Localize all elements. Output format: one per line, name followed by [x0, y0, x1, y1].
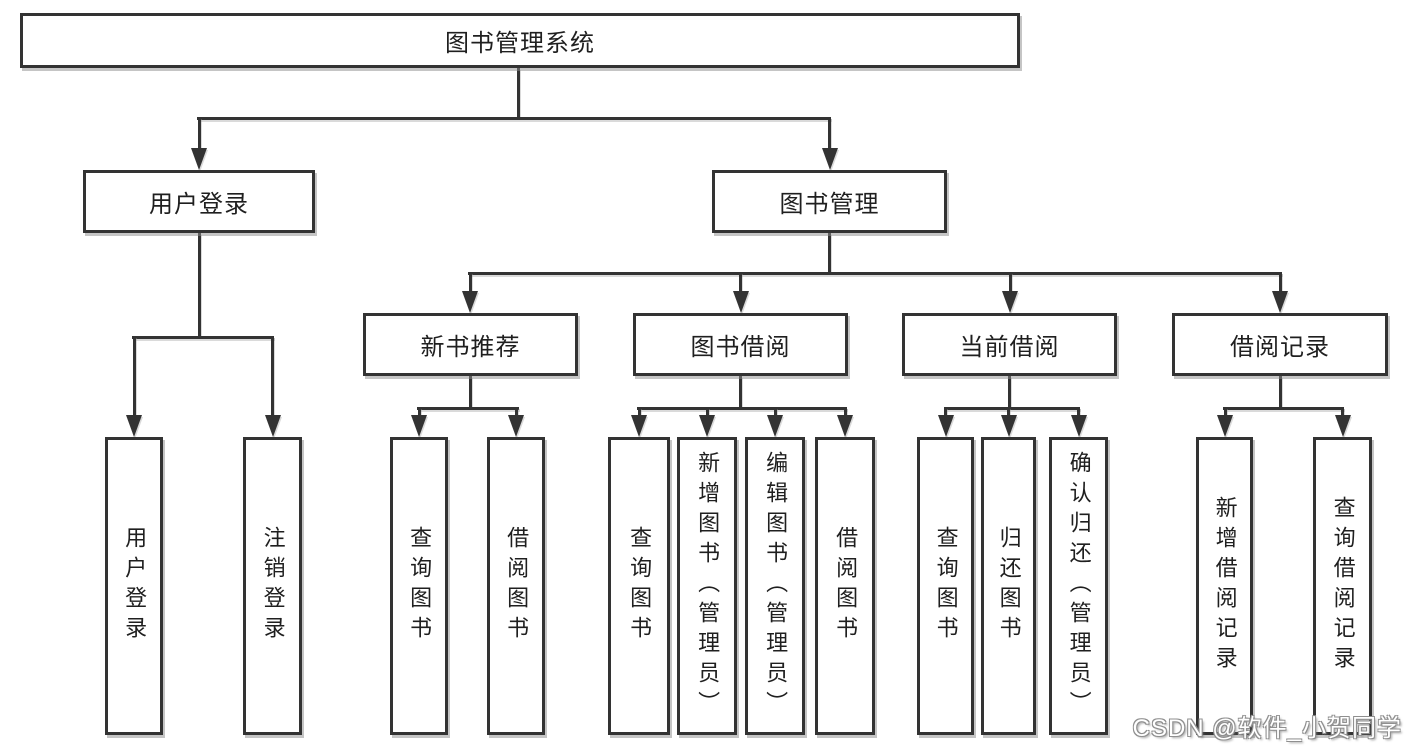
- leaf-label: 查询图书: [933, 526, 959, 646]
- arrow-down-icon: [821, 148, 838, 170]
- leaf-current-confirm-return-admin: 确认归还（管理员）: [1049, 437, 1108, 735]
- connector-line-h: [637, 407, 847, 410]
- leaf-borrowing-query-books: 查询图书: [608, 437, 670, 735]
- connector-line-h: [197, 117, 831, 120]
- node-label: 新书推荐: [420, 334, 521, 361]
- leaf-label: 确认归还（管理员）: [1066, 451, 1092, 721]
- connector-line-h: [1223, 407, 1344, 410]
- arrow-down-icon: [411, 415, 427, 437]
- connector-line-v: [828, 117, 831, 150]
- connector-line-v: [468, 272, 472, 293]
- arrow-down-icon: [126, 415, 142, 437]
- node-borrowing-records: 借阅记录: [1172, 313, 1388, 376]
- connector-line-h: [417, 407, 519, 410]
- node-label: 图书借阅: [690, 334, 791, 361]
- connector-line-v: [944, 407, 947, 417]
- connector-line-v: [739, 376, 742, 407]
- leaf-recommend-query-books: 查询图书: [390, 437, 448, 735]
- connector-line-v: [132, 336, 136, 415]
- leaf-label: 借阅图书: [504, 526, 530, 646]
- connector-line-v: [1077, 407, 1080, 417]
- leaf-borrowing-borrow-books: 借阅图书: [815, 437, 875, 735]
- leaf-label: 归还图书: [996, 526, 1022, 646]
- leaf-user-login: 用户登录: [105, 437, 163, 735]
- arrow-down-icon: [1070, 415, 1087, 437]
- node-new-book-recommendation: 新书推荐: [363, 313, 578, 376]
- leaf-label: 新增借阅记录: [1212, 496, 1238, 676]
- arrow-down-icon: [1272, 291, 1288, 313]
- connector-line-v: [271, 336, 274, 415]
- arrow-down-icon: [1000, 415, 1017, 437]
- connector-line-v: [1278, 272, 1282, 293]
- leaf-recommend-borrow-books: 借阅图书: [487, 437, 545, 735]
- arrow-down-icon: [1217, 415, 1233, 437]
- connector-line-v: [843, 407, 847, 417]
- leaf-borrowing-add-books-admin: 新增图书（管理员）: [677, 437, 737, 735]
- connector-line-v: [637, 407, 641, 417]
- connector-line-v: [828, 233, 831, 272]
- arrow-down-icon: [264, 415, 281, 437]
- arrow-down-icon: [462, 291, 478, 313]
- arrow-down-icon: [631, 415, 647, 437]
- node-label: 图书管理系统: [445, 30, 595, 57]
- connector-line-v: [1007, 407, 1010, 417]
- leaf-label: 查询图书: [627, 526, 653, 646]
- leaf-label: 查询图书: [407, 526, 433, 646]
- node-current-borrowing: 当前借阅: [902, 313, 1117, 376]
- arrow-down-icon: [1002, 291, 1018, 313]
- node-library-management-system: 图书管理系统: [20, 13, 1020, 68]
- connector-line-h: [468, 272, 1282, 275]
- leaf-label: 用户登录: [122, 526, 148, 646]
- arrow-down-icon: [837, 415, 853, 437]
- connector-line-v: [773, 407, 777, 417]
- connector-line-v: [1008, 376, 1011, 407]
- connector-line-v: [1278, 376, 1282, 407]
- leaf-label: 注销登录: [260, 526, 286, 646]
- connector-line-v: [1341, 407, 1344, 417]
- node-book-management: 图书管理: [712, 170, 947, 233]
- leaf-label: 新增图书（管理员）: [695, 451, 721, 721]
- connector-line-v: [469, 376, 472, 407]
- node-label: 用户登录: [149, 191, 249, 218]
- connector-line-v: [417, 407, 421, 417]
- connector-line-v: [705, 407, 709, 417]
- arrow-down-icon: [1334, 415, 1351, 437]
- arrow-down-icon: [937, 415, 954, 437]
- connector-line-v: [1223, 407, 1227, 417]
- arrow-down-icon: [767, 415, 783, 437]
- arrow-down-icon: [508, 415, 524, 437]
- node-user-login: 用户登录: [83, 170, 315, 233]
- node-label: 当前借阅: [959, 334, 1060, 361]
- node-label: 借阅记录: [1230, 334, 1330, 361]
- connector-line-v: [739, 272, 742, 293]
- connector-line-h: [132, 336, 274, 339]
- node-label: 图书管理: [779, 191, 880, 218]
- leaf-logout: 注销登录: [243, 437, 302, 735]
- leaf-records-add-record: 新增借阅记录: [1196, 437, 1253, 735]
- connector-line-v: [517, 68, 520, 117]
- leaf-current-query-books: 查询图书: [917, 437, 974, 735]
- arrow-down-icon: [191, 148, 207, 170]
- leaf-current-return-books: 归还图书: [981, 437, 1036, 735]
- csdn-watermark: CSDN @软件_小贺同学: [1132, 715, 1402, 742]
- leaf-records-query-record: 查询借阅记录: [1313, 437, 1372, 735]
- leaf-label: 借阅图书: [833, 526, 859, 646]
- connector-line-h: [944, 407, 1080, 410]
- arrow-down-icon: [732, 291, 749, 313]
- connector-line-v: [514, 407, 518, 417]
- connector-line-v: [197, 117, 201, 150]
- connector-line-v: [197, 233, 201, 336]
- connector-line-v: [1008, 272, 1012, 293]
- leaf-label: 编辑图书（管理员）: [763, 451, 789, 721]
- arrow-down-icon: [699, 415, 715, 437]
- leaf-borrowing-edit-books-admin: 编辑图书（管理员）: [745, 437, 805, 735]
- node-book-borrowing: 图书借阅: [633, 313, 848, 376]
- leaf-label: 查询借阅记录: [1330, 496, 1356, 676]
